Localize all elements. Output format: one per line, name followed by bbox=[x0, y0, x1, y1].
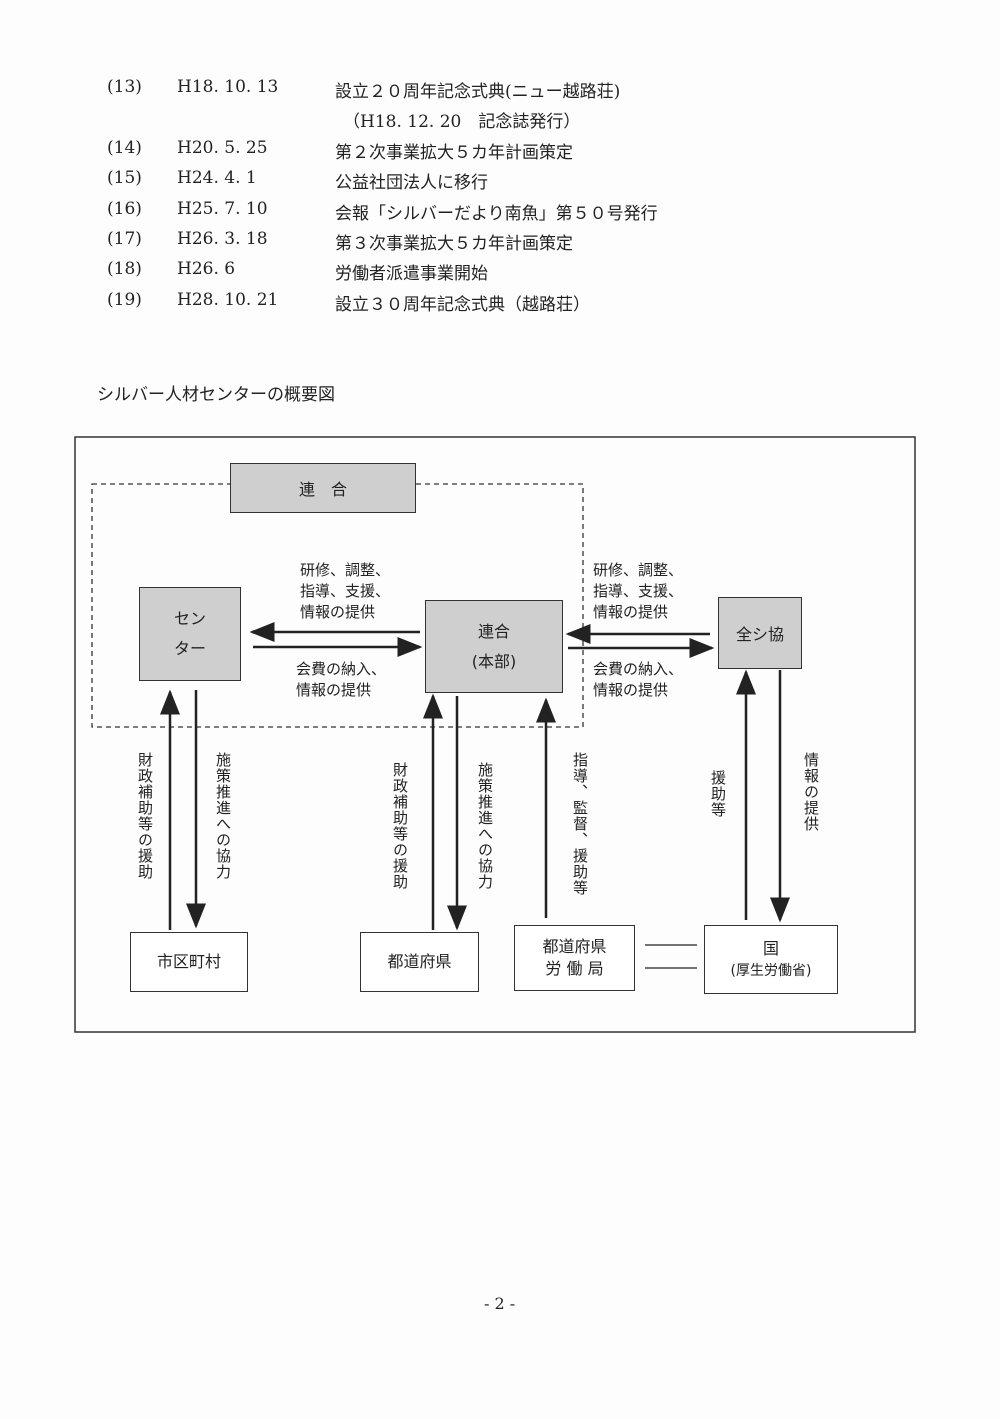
left-bottom-label: 会費の納入、情報の提供 bbox=[296, 660, 387, 699]
history-num: (14) bbox=[107, 138, 142, 158]
history-num: (19) bbox=[107, 290, 142, 310]
rengo-top-box: 連 合 bbox=[230, 463, 416, 513]
page-number: - 2 - bbox=[484, 1294, 516, 1313]
history-row: (16) H25. 7. 10 会報「シルバーだより南魚」第５０号発行 bbox=[0, 199, 1000, 225]
right-bottom-label: 会費の納入、情報の提供 bbox=[593, 660, 684, 699]
vlabel-financial-aid-prefecture: 財政補助等の援助 bbox=[391, 762, 409, 890]
history-date: H20. 5. 25 bbox=[177, 138, 268, 158]
center-label-1: セン bbox=[173, 609, 206, 628]
history-row: (19) H28. 10. 21 設立３０周年記念式典（越路荘） bbox=[0, 290, 1000, 316]
history-text: 会報「シルバーだより南魚」第５０号発行 bbox=[335, 204, 658, 224]
history-text: 設立３０周年記念式典（越路荘） bbox=[335, 295, 590, 315]
labor-bureau-label-2: 労 働 局 bbox=[545, 959, 604, 978]
right-top-label: 研修、調整、指導、支援、情報の提供 bbox=[593, 561, 684, 621]
diagram-title: シルバー人材センターの概要図 bbox=[97, 385, 335, 405]
rengo-honbu-label-2: (本部) bbox=[471, 651, 517, 671]
history-row: (15) H24. 4. 1 公益社団法人に移行 bbox=[0, 168, 1000, 194]
history-date: H28. 10. 21 bbox=[177, 290, 279, 310]
history-row: (14) H20. 5. 25 第２次事業拡大５カ年計画策定 bbox=[0, 138, 1000, 164]
history-text: 第２次事業拡大５カ年計画策定 bbox=[335, 143, 573, 163]
vlabel-info: 情報の提供 bbox=[802, 752, 820, 832]
history-date: H26. 3. 18 bbox=[177, 229, 268, 249]
prefecture-label: 都道府県 bbox=[387, 952, 452, 971]
history-num: (17) bbox=[107, 229, 142, 249]
history-num: (18) bbox=[107, 259, 142, 279]
history-num: (13) bbox=[107, 77, 142, 97]
history-text: 第３次事業拡大５カ年計画策定 bbox=[335, 234, 573, 254]
rengo-honbu-box: 連合 (本部) bbox=[425, 600, 563, 693]
history-date: H26. 6 bbox=[177, 259, 236, 279]
history-row: (18) H26. 6 労働者派遣事業開始 bbox=[0, 259, 1000, 285]
history-date: H18. 10. 13 bbox=[177, 77, 279, 97]
history-date: H25. 7. 10 bbox=[177, 199, 268, 219]
history-row: (13) H18. 10. 13 設立２０周年記念式典(ニュー越路荘) bbox=[0, 77, 1000, 103]
zenshikyo-box: 全シ協 bbox=[718, 597, 802, 669]
vlabel-guidance: 指導、監督、援助等 bbox=[571, 752, 589, 896]
kuni-box: 国 (厚生労働省) bbox=[704, 925, 838, 994]
center-box: センター bbox=[139, 587, 241, 681]
history-row: (17) H26. 3. 18 第３次事業拡大５カ年計画策定 bbox=[0, 229, 1000, 255]
municipality-label: 市区町村 bbox=[156, 952, 221, 971]
vlabel-assistance: 援助等 bbox=[709, 770, 727, 818]
kuni-label-1: 国 bbox=[762, 938, 779, 958]
center-label-2: ター bbox=[173, 639, 206, 658]
municipality-box: 市区町村 bbox=[130, 932, 248, 992]
history-text: 設立２０周年記念式典(ニュー越路荘) bbox=[335, 82, 621, 102]
history-row: （H18. 12. 20 記念誌発行） bbox=[0, 107, 1000, 133]
rengo-top-label: 連 合 bbox=[298, 480, 347, 499]
vlabel-cooperation-prefecture: 施策推進への協力 bbox=[476, 762, 494, 890]
prefecture-box: 都道府県 bbox=[360, 932, 479, 992]
labor-bureau-box: 都道府県労 働 局 bbox=[514, 925, 635, 991]
diagram-frame bbox=[74, 436, 916, 1033]
history-date: H24. 4. 1 bbox=[177, 168, 257, 188]
kuni-label-2: (厚生労働省) bbox=[730, 962, 812, 979]
vlabel-financial-aid-municipal: 財政補助等の援助 bbox=[136, 752, 154, 880]
labor-bureau-label-1: 都道府県 bbox=[542, 937, 607, 956]
history-text: 労働者派遣事業開始 bbox=[335, 264, 488, 284]
zenshikyo-label: 全シ協 bbox=[735, 625, 784, 644]
history-text: （H18. 12. 20 記念誌発行） bbox=[343, 112, 581, 132]
history-num: (15) bbox=[107, 168, 142, 188]
history-text: 公益社団法人に移行 bbox=[335, 173, 488, 193]
left-top-label: 研修、調整、指導、支援、情報の提供 bbox=[300, 561, 391, 621]
history-num: (16) bbox=[107, 199, 142, 219]
rengo-honbu-label-1: 連合 bbox=[477, 621, 510, 641]
vlabel-cooperation-municipal: 施策推進への協力 bbox=[214, 752, 232, 880]
